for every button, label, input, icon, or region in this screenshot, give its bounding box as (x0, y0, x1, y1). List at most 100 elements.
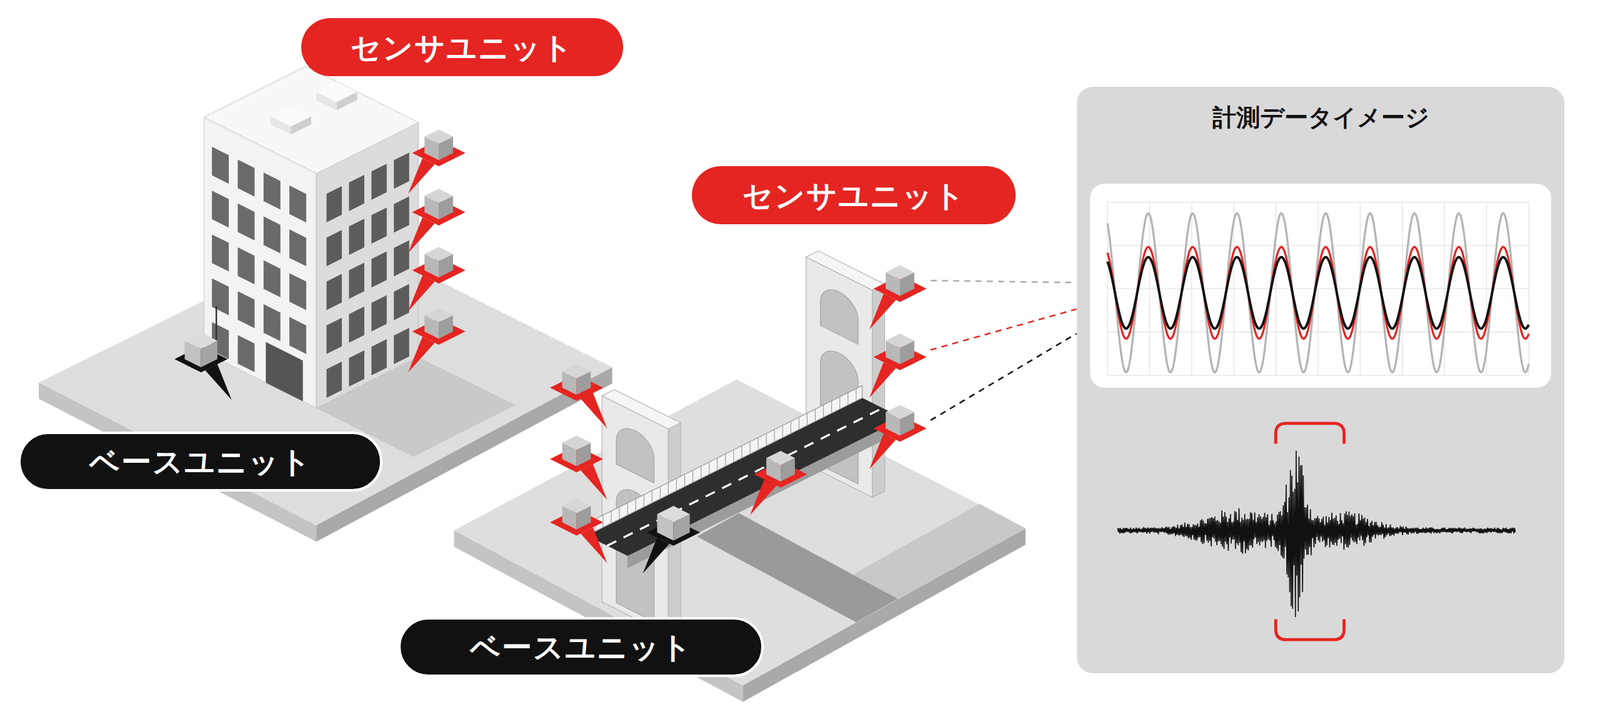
highlight-bracket (1275, 423, 1344, 445)
building-window (393, 328, 409, 365)
seismic-wave (1117, 451, 1515, 618)
building-window (371, 251, 387, 289)
ground-slabs (38, 232, 1026, 702)
railing-post (627, 503, 629, 516)
bridge-arch (820, 290, 859, 345)
railing-post (774, 430, 775, 443)
marker-tail (408, 158, 435, 194)
marker-tail (643, 538, 670, 574)
measurement-chart (1076, 86, 1565, 674)
railing-post (766, 433, 767, 447)
building-window (393, 196, 409, 233)
unit-label-pill: ベースユニット (18, 431, 383, 492)
sensor-unit-box (424, 129, 454, 144)
railing-post (757, 438, 759, 451)
building-window (371, 163, 387, 200)
bridge-shadow (853, 504, 1026, 600)
railing-post (725, 454, 726, 467)
building-window (348, 218, 364, 255)
sensor-unit-box (424, 308, 454, 323)
railing-post (643, 495, 645, 508)
marker-tail (408, 217, 435, 254)
railing-post (618, 507, 620, 520)
unit-label-pill: センサユニット (301, 18, 624, 77)
bridge-railing (586, 385, 863, 536)
building-window (326, 318, 342, 355)
marker-tail (580, 527, 607, 564)
building-window (237, 160, 255, 197)
railing-post (782, 425, 784, 439)
highlight-bracket (1275, 619, 1344, 640)
railing-post (610, 511, 612, 524)
building-window (393, 152, 409, 189)
grid-line (1107, 288, 1529, 290)
dashed-leader (930, 333, 1077, 421)
building-window (348, 175, 364, 212)
railing-post (798, 417, 800, 430)
building-window (211, 278, 229, 316)
building-window (371, 295, 387, 332)
building-roof (204, 66, 419, 174)
building-window (393, 240, 409, 277)
building-window (326, 361, 342, 399)
chart (1090, 183, 1552, 640)
building-window (237, 335, 255, 373)
building-window (348, 306, 364, 344)
base-unit-box (185, 332, 218, 349)
sensor-unit-box (885, 265, 915, 280)
building-window (263, 260, 281, 298)
building (204, 66, 419, 409)
railing-post (676, 478, 677, 492)
road-marking (606, 408, 883, 546)
building-window (326, 274, 342, 311)
sine-wave (1107, 213, 1529, 373)
bridge-tower-top (601, 390, 681, 430)
building-window (326, 186, 342, 223)
unit-label: ベースユニット (470, 630, 693, 665)
sensor-unit-box (562, 364, 592, 379)
rooftop-unit (270, 106, 312, 127)
building-window (211, 146, 229, 184)
sensor-unit-box (766, 451, 795, 466)
building-window (211, 190, 229, 228)
marker-tail (580, 393, 607, 429)
railing-post (790, 421, 792, 435)
marker-tail (750, 480, 777, 516)
building-window (263, 216, 281, 254)
dashed-leader (930, 309, 1077, 350)
sensor-unit-box (885, 333, 915, 349)
unit-label: センサユニット (350, 30, 574, 65)
railing-post (741, 446, 742, 459)
sensor-unit-box (885, 405, 915, 420)
building-window (393, 284, 409, 321)
bridge-road (586, 398, 904, 557)
marker-tail (408, 336, 435, 373)
railing-post (831, 401, 832, 414)
railing-post (700, 466, 702, 479)
marker-tail (869, 293, 896, 330)
marker-tail (869, 433, 896, 470)
bridge-arch (616, 428, 654, 484)
railing-post (806, 413, 808, 426)
railing-post (815, 409, 816, 422)
railing-post (708, 462, 710, 475)
marker-tail (869, 362, 896, 399)
building-window (289, 229, 307, 267)
building-door (265, 342, 303, 402)
railing-post (668, 483, 669, 496)
building-window (263, 304, 281, 342)
building-window (237, 291, 255, 329)
sine-wave (1107, 257, 1529, 329)
marker-tail (580, 464, 607, 500)
railing-post (692, 470, 694, 484)
sine-wave (1107, 246, 1529, 339)
building-window (348, 263, 364, 300)
building-window (289, 273, 307, 310)
unit-label-pill: ベースユニット (398, 617, 764, 678)
marker-tail (205, 364, 232, 400)
grid-line (1107, 375, 1529, 376)
building-window (263, 172, 281, 210)
grid-line (1107, 331, 1529, 333)
building-window (326, 230, 342, 267)
